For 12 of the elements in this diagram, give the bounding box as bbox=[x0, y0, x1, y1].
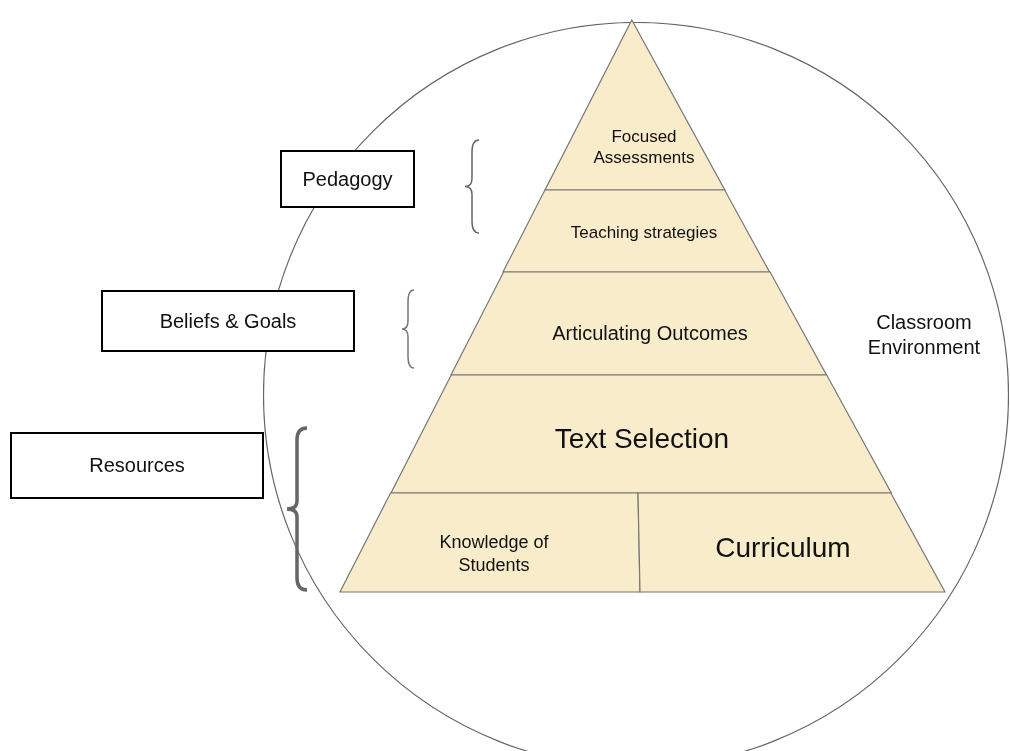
layer-label: Knowledge of Students bbox=[438, 530, 550, 576]
environment-label: Classroom Environment bbox=[866, 310, 982, 360]
layer-label: Teaching strategies bbox=[569, 222, 719, 244]
box-label: Resources bbox=[89, 454, 185, 477]
layer-label: Articulating Outcomes bbox=[551, 320, 749, 346]
label-box bbox=[101, 290, 355, 352]
layer-label: Text Selection bbox=[553, 421, 731, 456]
box-label: Pedagogy bbox=[302, 167, 393, 191]
layer-label: Focused Assessments bbox=[592, 125, 696, 169]
box-label: Beliefs & Goals bbox=[159, 309, 297, 333]
label-box bbox=[10, 432, 264, 499]
layer-label: Curriculum bbox=[714, 530, 852, 565]
